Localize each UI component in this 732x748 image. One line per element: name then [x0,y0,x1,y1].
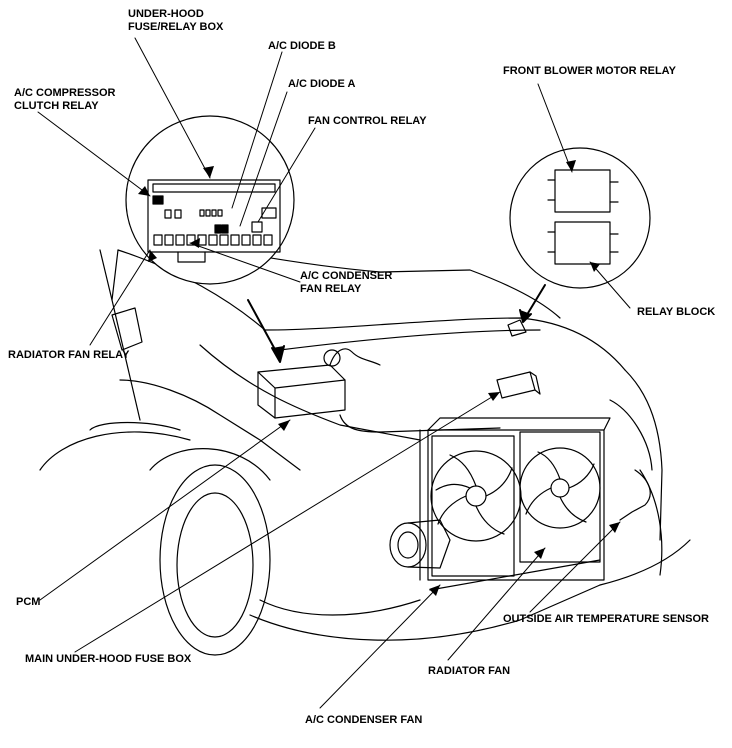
radiator-fan-label: RADIATOR FAN [428,665,511,677]
ac-compressor-clutch-relay-line-2: CLUTCH RELAY [14,100,99,112]
ac-compressor [389,519,451,569]
radiator-fan [430,450,522,542]
outside-air-temperature-sensor-label: OUTSIDE AIR TEMPERATURE SENSOR [503,613,709,625]
ac-condenser-fan [519,447,601,529]
ac-diode-a-label: A/C DIODE A [288,78,356,90]
vehicle-body [39,234,691,656]
relay-block-detail [509,147,651,289]
relay-block-label: RELAY BLOCK [637,306,716,318]
ac-condenser-fan-relay-line-2: FAN RELAY [300,283,362,295]
under-hood-fuse-relay-box-line-2: FUSE/RELAY BOX [128,21,224,33]
ac-diode-b-label: A/C DIODE B [268,40,336,52]
radiator-assembly [419,417,611,581]
leader-lines [37,37,631,709]
under-hood-fuse-relay-box-label: UNDER-HOOD FUSE/RELAY BOX [128,8,223,34]
main-under-hood-fuse-box-label: MAIN UNDER-HOOD FUSE BOX [25,653,192,665]
relay-block-on-vehicle [507,319,527,337]
radiator-fan-relay-label: RADIATOR FAN RELAY [8,349,130,361]
outside-air-temp-sensor-wire [619,469,651,521]
ac-compressor-clutch-relay-line-1: A/C COMPRESSOR [14,87,116,99]
pcm-label: PCM [16,596,41,608]
ac-compressor-clutch-relay-label: A/C COMPRESSOR CLUTCH RELAY [14,87,115,113]
ac-condenser-fan-relay-line-1: A/C CONDENSER [300,270,393,282]
ac-condenser-fan-label: A/C CONDENSER FAN [305,714,423,726]
fan-control-relay-label: FAN CONTROL RELAY [308,115,427,127]
under-hood-fuse-relay-box-line-1: UNDER-HOOD [128,8,204,20]
front-blower-motor-relay-label: FRONT BLOWER MOTOR RELAY [503,65,676,77]
pcm-unit [257,348,501,433]
main-under-hood-fuse-box [496,371,541,399]
leader-arrowheads [138,160,620,596]
detail-callout-arrows [247,284,546,363]
ac-condenser-fan-relay-label: A/C CONDENSER FAN RELAY [300,270,392,296]
